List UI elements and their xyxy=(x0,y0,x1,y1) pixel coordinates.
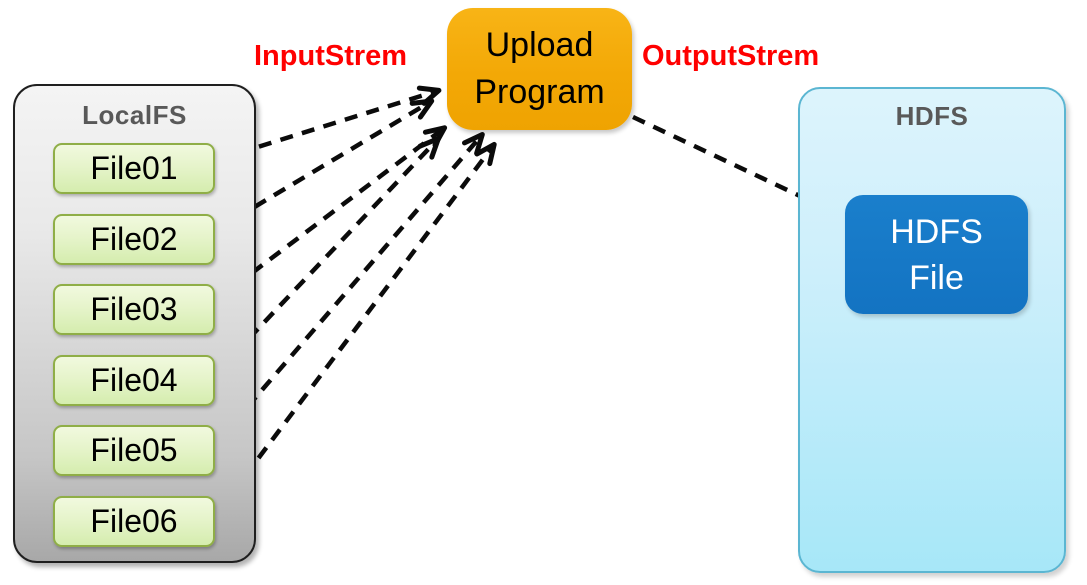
arrow-file02-to-upload xyxy=(214,98,435,232)
localfs-container: LocalFS File01 File02 File03 File04 File… xyxy=(13,84,256,563)
arrow-file01-to-upload xyxy=(215,85,442,163)
arrow-file05-to-upload xyxy=(216,131,485,443)
file-node-01: File01 xyxy=(53,143,215,194)
file-node-06: File06 xyxy=(53,495,215,547)
file-node-04: File04 xyxy=(53,354,215,406)
localfs-file-list: File01 File02 File03 File04 File05 File0… xyxy=(53,143,215,547)
output-stream-label: OutputStrem xyxy=(642,40,820,72)
file-node-03: File03 xyxy=(53,284,215,335)
hdfs-container: HDFS HDFS File xyxy=(798,87,1066,573)
input-stream-label: InputStrem xyxy=(254,40,408,72)
hdfs-title: HDFS xyxy=(895,101,969,131)
upload-program-node: Upload Program xyxy=(447,8,632,130)
file-node-05: File05 xyxy=(53,425,215,476)
arrow-file06-to-upload xyxy=(216,141,497,514)
hdfs-file-node: HDFS File xyxy=(845,195,1028,314)
arrow-upload-to-hdfs-file xyxy=(632,114,824,209)
file-node-02: File02 xyxy=(53,213,215,265)
localfs-title: LocalFS xyxy=(82,100,187,130)
